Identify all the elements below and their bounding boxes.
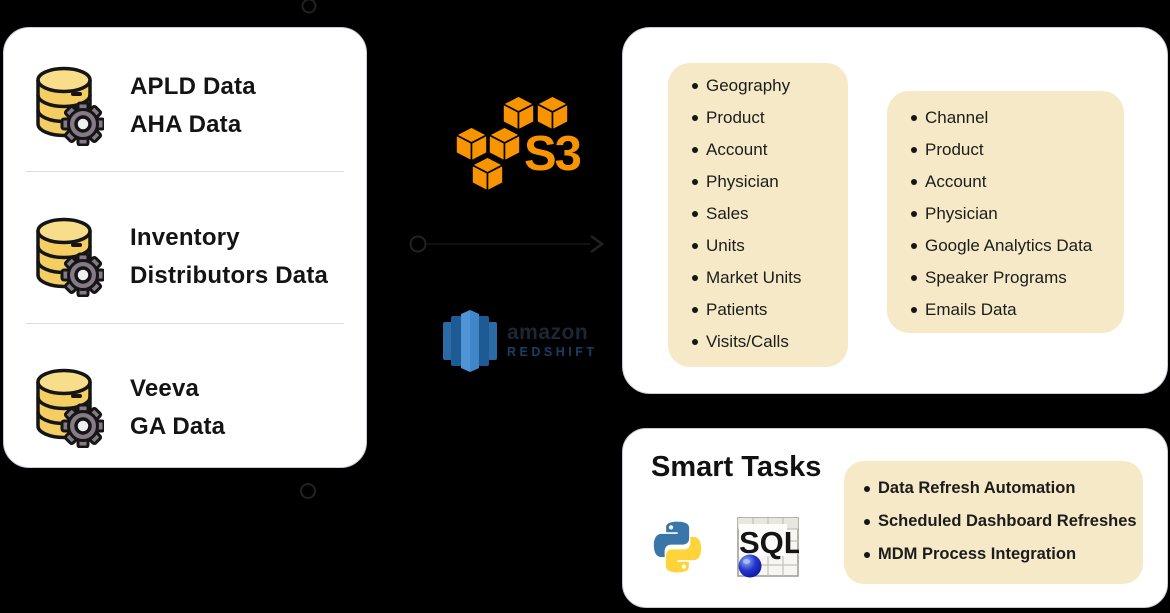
list-item: Channel xyxy=(887,102,1124,134)
divider xyxy=(26,171,344,172)
smart-tasks-title: Smart Tasks xyxy=(651,451,822,483)
s3-cubes-icon xyxy=(455,95,569,192)
redshift-barrel-icon xyxy=(443,310,497,372)
source-line: Distributors Data xyxy=(130,262,329,289)
aws-s3-logo: S3 xyxy=(455,94,582,196)
source-line: GA Data xyxy=(130,413,226,440)
s3-label: S3 xyxy=(524,127,582,181)
connector-arrowhead xyxy=(590,234,605,254)
connector-dot-bottom xyxy=(300,483,316,499)
list-item: Visits/Calls xyxy=(668,326,848,358)
list-item: Account xyxy=(668,134,848,166)
source-row-veeva: Veeva GA Data xyxy=(4,358,366,458)
divider xyxy=(26,323,344,324)
list-item: Sales xyxy=(668,198,848,230)
database-gear-icon xyxy=(36,217,104,297)
list-item: Emails Data xyxy=(887,294,1124,326)
connector-dot-top xyxy=(301,0,317,14)
list-item: Data Refresh Automation xyxy=(844,472,1143,505)
source-row-inventory: Inventory Distributors Data xyxy=(4,207,366,307)
list-item: Account xyxy=(887,166,1124,198)
data-sources-card: APLD Data AHA Data xyxy=(3,27,367,468)
list-item: Product xyxy=(668,102,848,134)
list-item: Product xyxy=(887,134,1124,166)
list-item: MDM Process Integration xyxy=(844,538,1143,571)
source-line: AHA Data xyxy=(130,111,242,138)
sql-icon-label: SQL xyxy=(739,525,799,560)
list-item: Units xyxy=(668,230,848,262)
list-item: Physician xyxy=(887,198,1124,230)
source-row-apld-aha: APLD Data AHA Data xyxy=(4,56,366,156)
list-item: Speaker Programs xyxy=(887,262,1124,294)
amazon-redshift-logo: amazon REDSHIFT xyxy=(443,310,598,372)
sql-icon: SQL xyxy=(737,517,799,578)
database-gear-icon xyxy=(36,66,104,146)
connector-dot-middle xyxy=(409,235,427,253)
list-item: Geography xyxy=(668,70,848,102)
list-item: Google Analytics Data xyxy=(887,230,1124,262)
source-line: APLD Data xyxy=(130,73,256,100)
python-icon xyxy=(653,521,702,573)
sql-sphere xyxy=(738,554,762,578)
list-item: Physician xyxy=(668,166,848,198)
redshift-wordmark: amazon REDSHIFT xyxy=(507,321,598,359)
source-line: Veeva xyxy=(130,375,200,402)
list-item: Market Units xyxy=(668,262,848,294)
redshift-product-label: REDSHIFT xyxy=(507,345,598,359)
list-item: Patients xyxy=(668,294,848,326)
database-gear-icon xyxy=(36,368,104,448)
source-label: Veeva GA Data xyxy=(130,370,225,446)
source-label: APLD Data AHA Data xyxy=(130,68,256,144)
list-item: Scheduled Dashboard Refreshes xyxy=(844,505,1143,538)
source-line: Inventory xyxy=(130,224,240,251)
smart-tasks-card: Smart Tasks xyxy=(622,428,1168,608)
redshift-brand-label: amazon xyxy=(507,321,589,344)
source-label: Inventory Distributors Data xyxy=(130,219,328,295)
